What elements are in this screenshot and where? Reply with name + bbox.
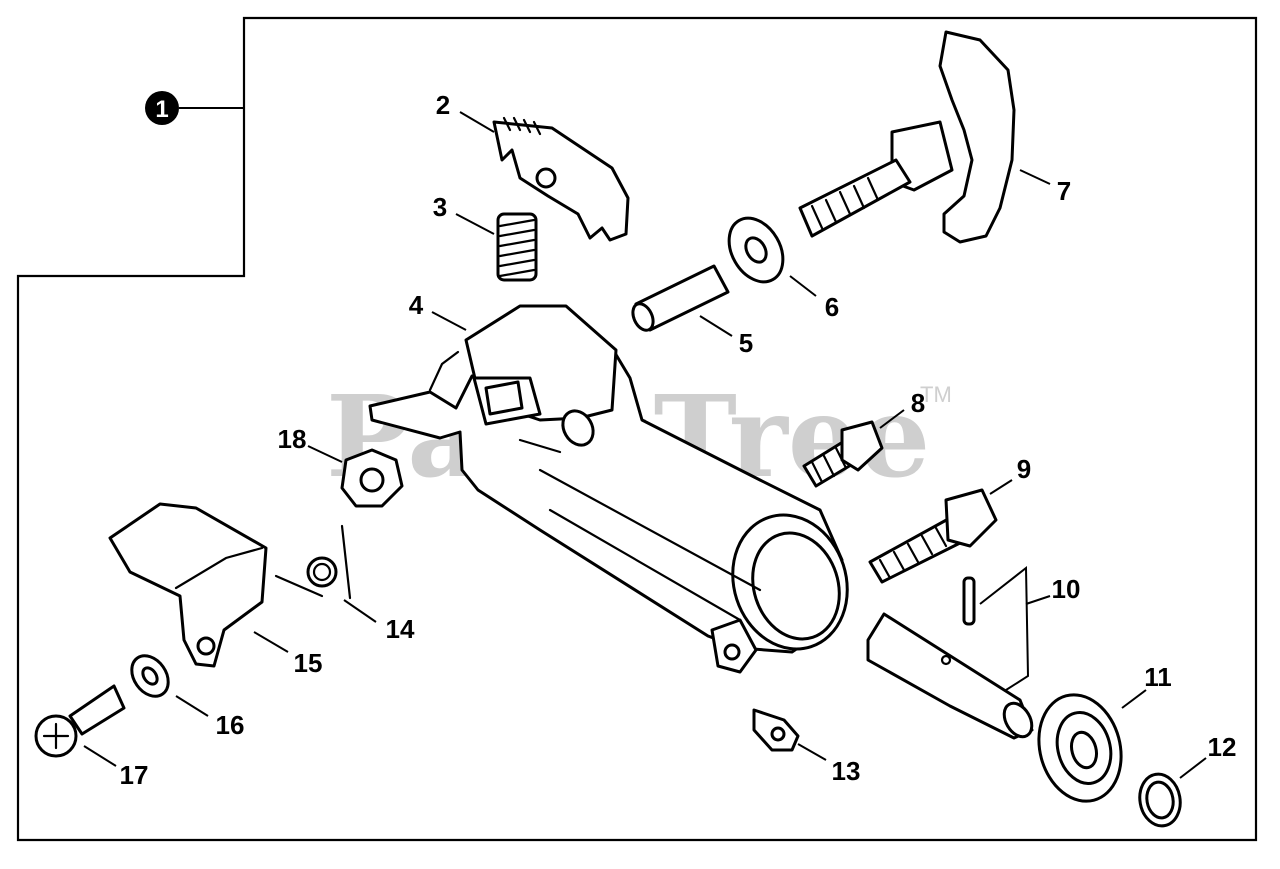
callout-16: 16 [216,710,245,740]
part-screw-17 [34,684,126,758]
watermark-tm: TM [920,382,952,407]
callout-15: 15 [294,648,323,678]
part-socket-screw-9 [868,488,998,584]
callout-17: 17 [120,760,149,790]
callout-6: 6 [825,292,839,322]
callout-10: 10 [1052,574,1081,604]
callout-14: 14 [386,614,415,644]
leader-lines [83,111,1207,779]
part-washer-16 [130,654,170,698]
part-ratchet-plate [492,116,630,242]
part-socket-screw-8 [802,420,884,488]
part-sleeve [631,264,730,332]
callout-18: 18 [278,424,307,454]
callout-13: 13 [832,756,861,786]
part-torsion-spring [274,524,352,600]
part-t-handle-bolt [798,30,1016,244]
part-washer-6 [727,216,785,284]
callout-2: 2 [436,90,450,120]
part-tab-13 [752,708,800,752]
part-compression-spring [496,212,538,282]
part-pin-and-shaft [866,576,1034,740]
callout-4: 4 [409,290,424,320]
svg-text:1: 1 [155,96,168,123]
part-bracket [108,502,268,668]
callout-5: 5 [739,328,753,358]
diagram-frame [16,16,1258,842]
part-bearing [1037,693,1123,803]
callout-3: 3 [433,192,447,222]
callout-9: 9 [1017,454,1031,484]
callout-7: 7 [1057,176,1071,206]
callout-11: 11 [1144,662,1172,692]
callout-labels: 2 3 4 5 6 7 8 9 10 11 12 13 14 15 16 17 … [120,90,1237,790]
part-nut [340,448,404,508]
assembly-badge: 1 [145,91,244,125]
part-retaining-ring [1138,772,1182,828]
callout-8: 8 [911,388,925,418]
part-housing [368,304,849,674]
callout-12: 12 [1208,732,1237,762]
